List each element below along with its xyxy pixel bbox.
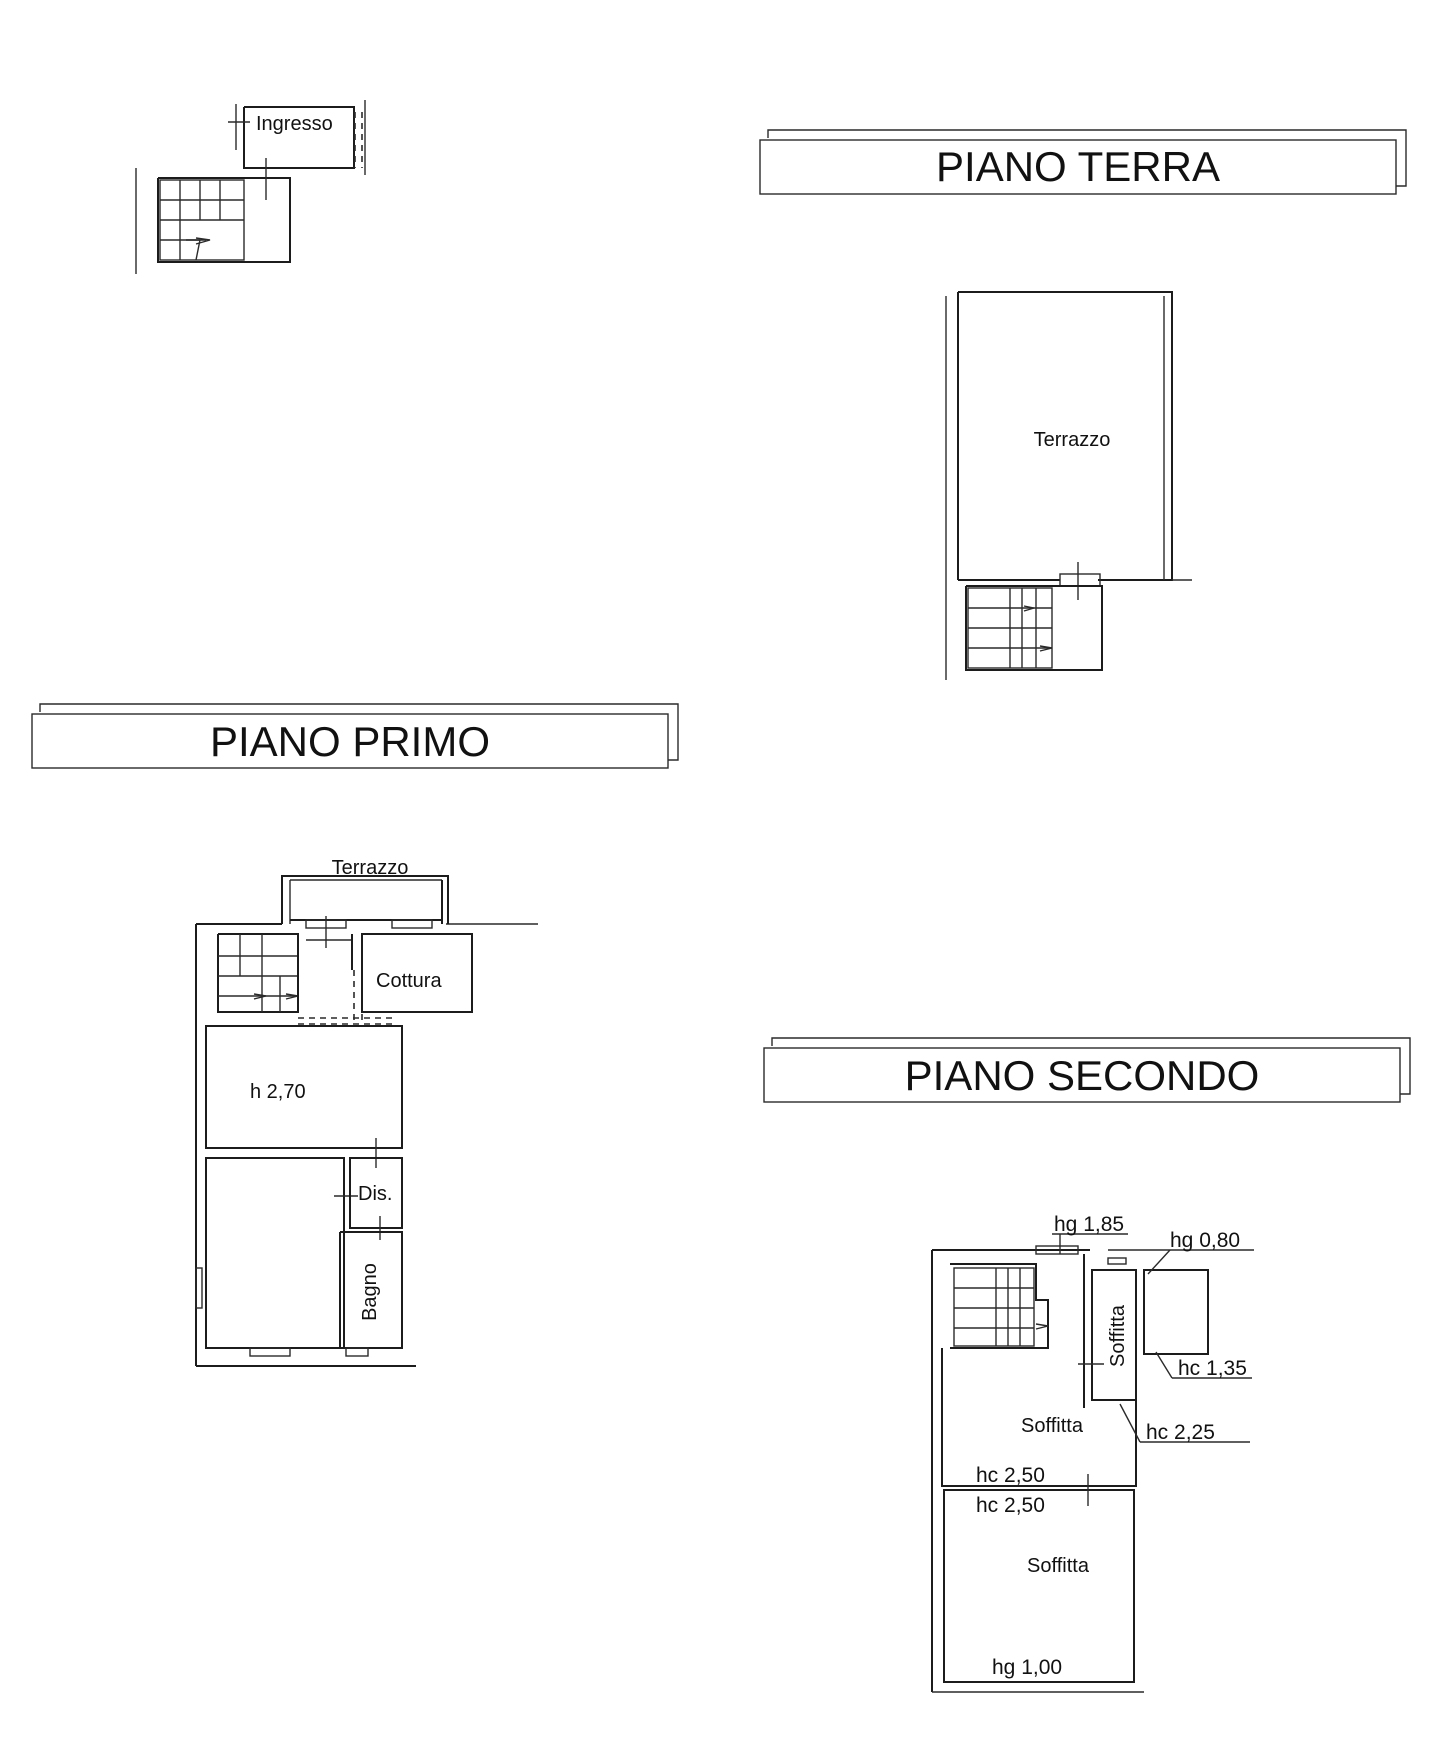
- height-label-hg-185: hg 1,85: [1054, 1213, 1124, 1236]
- first-floor-plan: Terrazzo Cottura h 2,70 Dis. Bagno: [195, 857, 538, 1367]
- room-label-main-height: h 2,70: [250, 1081, 306, 1103]
- banner-piano-secondo: PIANO SECONDO: [763, 1037, 1411, 1103]
- room-label-bathroom: Bagno: [359, 1263, 381, 1321]
- banner-piano-terra: PIANO TERRA: [759, 129, 1407, 195]
- room-label-terrace-first: Terrazzo: [332, 857, 409, 879]
- room-label-attic-bottom: Soffitta: [1027, 1555, 1090, 1577]
- height-label-hc-250-a: hc 2,50: [976, 1464, 1045, 1487]
- entrance-stairs: [159, 179, 245, 261]
- second-floor-stairs: [953, 1267, 1049, 1347]
- floor-title-first: PIANO PRIMO: [210, 718, 490, 765]
- height-label-hc-250-b: hc 2,50: [976, 1494, 1045, 1517]
- entrance-plan: Ingresso: [135, 100, 366, 274]
- room-label-entrance: Ingresso: [256, 113, 333, 135]
- ground-stairs: [967, 587, 1053, 669]
- room-label-attic-vertical: Soffitta: [1107, 1304, 1129, 1367]
- height-label-hg-080: hg 0,80: [1170, 1229, 1240, 1252]
- floor-title-ground: PIANO TERRA: [936, 143, 1220, 190]
- height-label-hc-135: hc 1,35: [1178, 1357, 1247, 1380]
- room-label-terrace-ground: Terrazzo: [1034, 429, 1111, 451]
- first-floor-stairs: [218, 934, 299, 1012]
- ground-floor-plan: Terrazzo: [945, 291, 1192, 680]
- height-label-hg-100: hg 1,00: [992, 1656, 1062, 1679]
- room-label-hallway: Dis.: [358, 1183, 392, 1205]
- height-label-hc-225: hc 2,25: [1146, 1421, 1215, 1444]
- floor-title-second: PIANO SECONDO: [905, 1052, 1260, 1099]
- second-floor-plan: hg 1,85 hg 0,80 hc 1,35 hc 2,25 Soffitta…: [931, 1213, 1254, 1693]
- banner-piano-primo: PIANO PRIMO: [31, 703, 679, 769]
- room-label-attic-middle: Soffitta: [1021, 1415, 1084, 1437]
- room-label-kitchen: Cottura: [376, 970, 442, 992]
